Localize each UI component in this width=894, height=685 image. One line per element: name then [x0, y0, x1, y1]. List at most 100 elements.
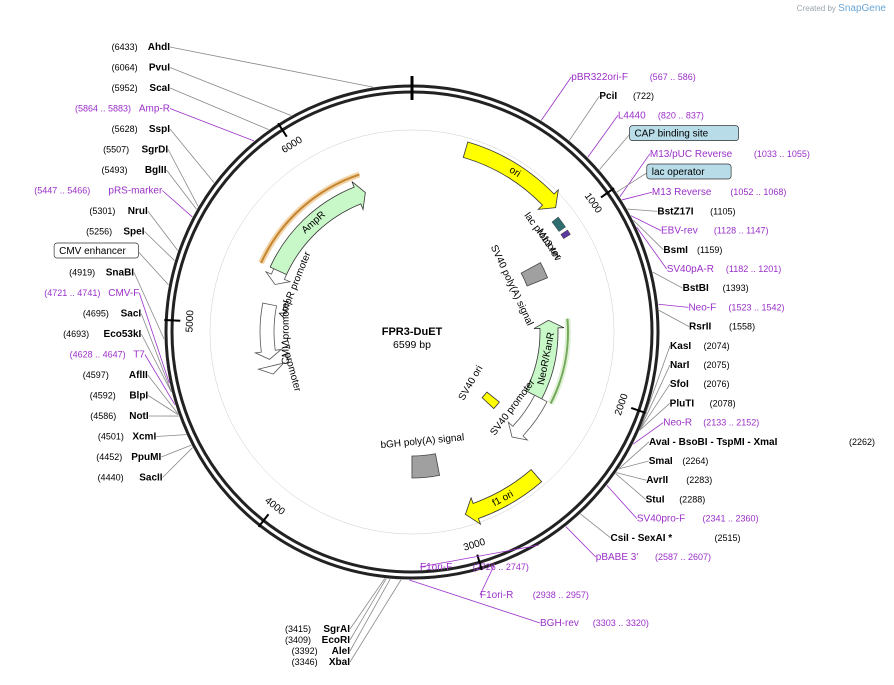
enzyme-site-label[interactable]: PluTI(2078): [670, 398, 736, 409]
enzyme-site-label[interactable]: BglII(5493): [101, 165, 166, 176]
primer-site-label[interactable]: T7(4628 .. 4647): [70, 350, 146, 361]
primer-site-label[interactable]: CMV-F(4721 .. 4741): [44, 288, 139, 299]
feature-promoter[interactable]: [264, 268, 292, 285]
plasmid-length: 6599 bp: [393, 339, 431, 351]
primer-site-label[interactable]: M13 Reverse(1052 .. 1068): [652, 187, 786, 198]
enzyme-site-label[interactable]: StuI(2288): [646, 494, 706, 505]
leader-line: [633, 220, 664, 251]
primer-site-label[interactable]: BGH-rev(3303 .. 3320): [540, 618, 649, 629]
primer-site-label[interactable]: pBR322ori-F(567 .. 586): [571, 72, 695, 83]
enzyme-site-label[interactable]: AleI(3392): [292, 646, 351, 657]
enzyme-site-label[interactable]: BsmI(1159): [663, 245, 722, 256]
feature-small[interactable]: [560, 229, 571, 240]
enzyme-site-label[interactable]: AvrII(2283): [646, 475, 712, 486]
leader-line: [621, 191, 653, 201]
primer-site-label[interactable]: Neo-F(1523 .. 1542): [688, 302, 784, 313]
enzyme-site-label[interactable]: PvuI(6064): [112, 63, 171, 74]
primer-site-label[interactable]: F1ori-R(2938 .. 2957): [480, 590, 589, 601]
site-coord: (1182 .. 1201): [726, 264, 781, 274]
feature-resistance[interactable]: [269, 181, 366, 276]
leader-line: [138, 251, 169, 286]
site-coord: (4597): [83, 370, 109, 380]
enzyme-site-label[interactable]: BstZ17I(1105): [657, 206, 735, 217]
feature-terminator[interactable]: [411, 453, 441, 479]
enzyme-site-label[interactable]: SnaBI(4919): [69, 268, 134, 279]
enzyme-site-label[interactable]: CsiI - SexAI *(2515): [610, 533, 740, 544]
enzyme-site-label[interactable]: AflII(4597): [83, 370, 148, 381]
feature-small[interactable]: [551, 216, 566, 232]
site-coord: (722): [633, 91, 654, 101]
primer-site-label[interactable]: F1ori-F(2726 .. 2747): [420, 562, 529, 573]
enzyme-site-label[interactable]: NotI(4586): [90, 411, 149, 422]
feature-box-label[interactable]: CMV enhancer: [53, 242, 139, 259]
enzyme-site-label[interactable]: XcmI(4501): [98, 432, 157, 443]
feature-ori-small[interactable]: [481, 391, 500, 410]
primer-site-label[interactable]: pBABE 3'(2587 .. 2607): [596, 552, 711, 563]
enzyme-site-label[interactable]: SacI(4695): [83, 309, 142, 320]
primer-site-label[interactable]: SV40pA-R(1182 .. 1201): [667, 264, 782, 275]
primer-site-label[interactable]: M13/pUC Reverse(1033 .. 1055): [650, 149, 810, 160]
enzyme-site-label[interactable]: PpuMI(4452): [96, 452, 161, 463]
tick-mark: [630, 406, 647, 415]
leader-line: [140, 333, 172, 393]
enzyme-site-label[interactable]: BstBI(1393): [683, 283, 749, 294]
enzyme-site-label[interactable]: XbaI(3346): [292, 657, 351, 668]
enzyme-site-label[interactable]: SfoI(2076): [670, 379, 730, 390]
feature-label: bGH poly(A) signal: [380, 432, 465, 451]
cds-track-glow: [547, 318, 571, 405]
site-coord: (820 .. 837): [658, 110, 704, 120]
primer-site-label[interactable]: Amp-R(5864 .. 5883): [75, 104, 170, 115]
leader-line: [349, 579, 402, 663]
site-coord: (4721 .. 4741): [44, 288, 100, 298]
enzyme-site-label[interactable]: EcoRI(3409): [285, 635, 350, 646]
enzyme-site-label[interactable]: NruI(5301): [89, 206, 148, 217]
site-name: PpuMI: [131, 452, 161, 463]
feature-box-label[interactable]: CAP binding site: [629, 125, 739, 141]
primer-site-label[interactable]: SV40pro-F(2341 .. 2360): [637, 514, 759, 525]
enzyme-site-label[interactable]: NarI(2075): [670, 360, 730, 371]
feature-resistance[interactable]: [525, 319, 565, 400]
site-coord: (2283): [686, 475, 712, 485]
site-coord: (4440): [98, 473, 124, 483]
enzyme-site-label[interactable]: BlpI(4592): [90, 391, 149, 402]
enzyme-site-label[interactable]: SacII(4440): [98, 473, 163, 484]
enzyme-site-label[interactable]: PciI(722): [599, 91, 654, 102]
enzyme-site-label[interactable]: KasI(2074): [670, 341, 730, 352]
site-coord: (3303 .. 3320): [593, 618, 649, 628]
snapgene-brand: SnapGene: [838, 3, 886, 14]
feature-promoter[interactable]: [507, 394, 548, 441]
primer-site-label[interactable]: L4440(820 .. 837): [618, 110, 704, 121]
enzyme-site-label[interactable]: RsrII(1558): [689, 322, 755, 333]
leader-line: [616, 172, 647, 193]
enzyme-site-label[interactable]: SgrAI(3415): [285, 624, 350, 635]
feature-ori[interactable]: [464, 469, 543, 526]
primer-site-label[interactable]: EBV-rev(1128 .. 1147): [661, 226, 769, 237]
leader-line: [639, 364, 671, 430]
leader-lines-layer: [133, 46, 690, 663]
enzyme-site-label[interactable]: ScaI(5952): [112, 83, 171, 94]
enzyme-site-label[interactable]: SmaI(2264): [649, 456, 709, 467]
feature-promoter[interactable]: [253, 302, 283, 360]
leader-line: [636, 226, 668, 270]
leader-line: [616, 472, 647, 481]
enzyme-site-label[interactable]: AvaI - BsoBI - TspMI - XmaI(2262): [649, 437, 875, 448]
enzyme-site-label[interactable]: SpeI(5256): [86, 227, 145, 238]
leader-line: [580, 513, 611, 539]
site-name: KasI: [670, 341, 691, 352]
site-name: F1ori-F: [420, 562, 452, 573]
site-coord: (5447 .. 5466): [34, 186, 90, 196]
primer-site-label[interactable]: pRS-marker(5447 .. 5466): [34, 186, 163, 197]
primer-site-label[interactable]: Neo-R(2133 .. 2152): [663, 418, 759, 429]
feature-promoter[interactable]: [256, 362, 285, 375]
leader-line: [167, 149, 199, 207]
enzyme-site-label[interactable]: Eco53kI(4693): [63, 329, 141, 340]
feature-terminator[interactable]: [520, 262, 549, 287]
enzyme-site-label[interactable]: SspI(5628): [112, 124, 171, 135]
site-name: NotI: [129, 411, 149, 422]
feature-ori[interactable]: [462, 141, 559, 210]
enzyme-site-label[interactable]: AhdI(6433): [112, 42, 171, 53]
feature-box-label[interactable]: lac operator: [646, 163, 732, 180]
tick-label: 1000: [582, 191, 604, 216]
tick-label: 5000: [184, 309, 196, 332]
enzyme-site-label[interactable]: SgrDI(5507): [103, 145, 168, 156]
